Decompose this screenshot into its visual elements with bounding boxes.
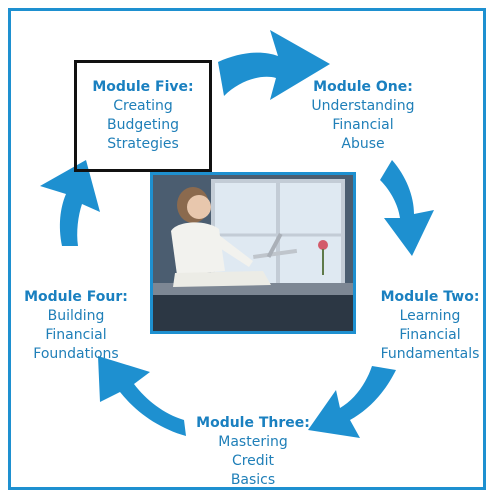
module-two-title: Module Two: — [368, 288, 492, 307]
module-one-title: Module One: — [298, 78, 428, 97]
module-four-line-2: Financial — [14, 326, 138, 345]
module-two-line-1: Learning — [368, 307, 492, 326]
module-four-title: Module Four: — [14, 288, 138, 307]
module-one-label: Module One: Understanding Financial Abus… — [298, 78, 428, 154]
module-five-line-1: Creating — [78, 97, 208, 116]
arrow-four-to-five — [40, 160, 100, 246]
module-three-title: Module Three: — [188, 414, 318, 433]
module-five-title: Module Five: — [78, 78, 208, 97]
module-two-line-3: Fundamentals — [368, 345, 492, 364]
module-one-line-3: Abuse — [298, 135, 428, 154]
module-one-line-2: Financial — [298, 116, 428, 135]
module-three-label: Module Three: Mastering Credit Basics — [188, 414, 318, 490]
module-four-line-3: Foundations — [14, 345, 138, 364]
photo-illustration — [153, 175, 353, 331]
module-five-label: Module Five: Creating Budgeting Strategi… — [78, 78, 208, 154]
module-three-line-2: Credit — [188, 452, 318, 471]
module-two-line-2: Financial — [368, 326, 492, 345]
arrow-three-to-four — [98, 356, 186, 436]
module-five-line-3: Strategies — [78, 135, 208, 154]
module-two-label: Module Two: Learning Financial Fundament… — [368, 288, 492, 364]
woman-using-laptop-photo — [150, 172, 356, 334]
module-four-label: Module Four: Building Financial Foundati… — [14, 288, 138, 364]
module-four-line-1: Building — [14, 307, 138, 326]
arrow-one-to-two — [380, 160, 434, 256]
module-one-line-1: Understanding — [298, 97, 428, 116]
module-three-line-3: Basics — [188, 471, 318, 490]
module-five-line-2: Budgeting — [78, 116, 208, 135]
arrow-two-to-three — [308, 366, 396, 438]
module-three-line-1: Mastering — [188, 433, 318, 452]
